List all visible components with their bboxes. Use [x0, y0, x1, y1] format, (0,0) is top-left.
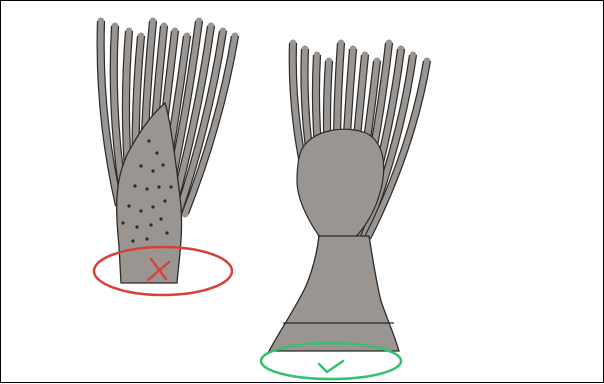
texture-dot: [145, 237, 148, 240]
right-plant-illustration: [261, 43, 431, 379]
texture-dot: [147, 139, 150, 142]
texture-dot: [151, 169, 154, 172]
texture-dot: [139, 209, 142, 212]
texture-dot: [163, 199, 166, 202]
texture-dot: [157, 185, 160, 188]
right-plant-trunk: [269, 236, 399, 351]
left-plant-illustration: [94, 21, 239, 295]
check-icon: [319, 361, 343, 372]
texture-dot: [165, 231, 168, 234]
texture-dot: [121, 221, 124, 224]
texture-dot: [135, 225, 138, 228]
texture-dot: [127, 204, 130, 207]
texture-dot: [149, 223, 152, 226]
texture-dot: [145, 187, 148, 190]
texture-dot: [139, 164, 142, 167]
texture-dot: [159, 217, 162, 220]
texture-dot: [155, 151, 158, 154]
texture-dot: [169, 185, 172, 188]
texture-dot: [151, 205, 154, 208]
texture-dot: [133, 184, 136, 187]
texture-dot: [161, 163, 164, 166]
texture-dot: [131, 239, 134, 242]
